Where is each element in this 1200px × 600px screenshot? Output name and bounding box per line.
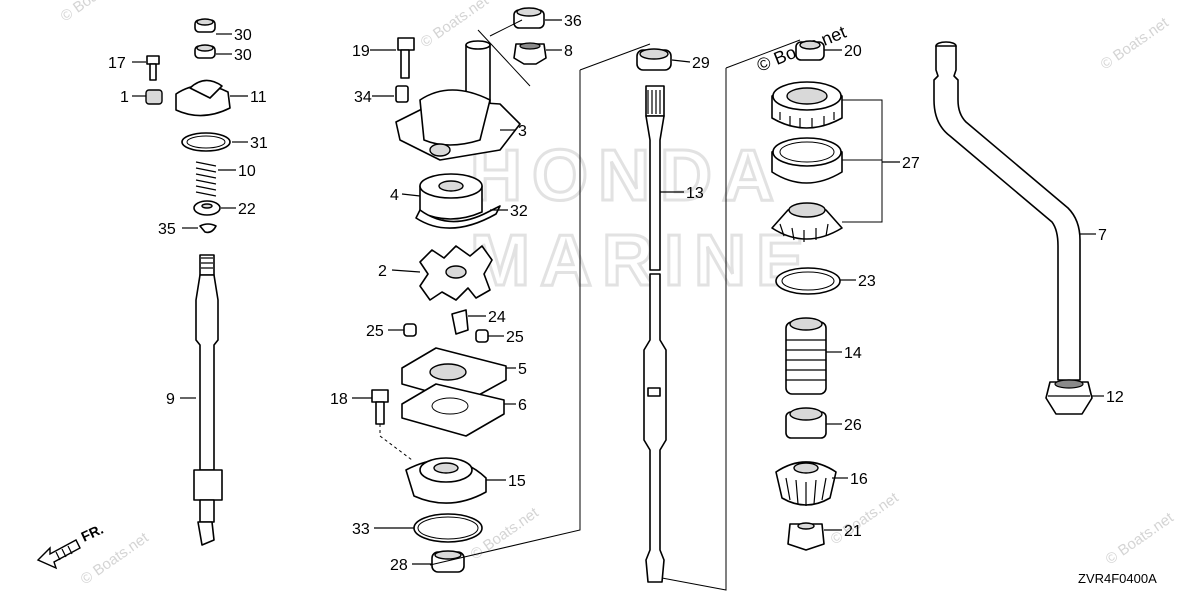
callout-17: 17 [108, 55, 126, 72]
part-9-shift-rod [193, 254, 223, 546]
part-29-seal [636, 48, 672, 71]
callout-6: 6 [518, 397, 527, 414]
callout-3: 3 [518, 123, 527, 140]
callout-9: 9 [166, 391, 175, 408]
part-36-grommet [513, 7, 545, 29]
part-21-nut [787, 522, 825, 551]
part-19-bolt [397, 37, 415, 79]
callout-30: 30 [234, 47, 252, 64]
callout-15: 15 [508, 473, 526, 490]
callout-14: 14 [844, 345, 862, 362]
callout-21: 21 [844, 523, 862, 540]
callout-29: 29 [692, 55, 710, 72]
callout-35: 35 [158, 221, 176, 238]
brand-watermark: HONDA MARINE [469, 135, 814, 303]
watermark: © Boats.net [58, 0, 133, 25]
part-25-pin-left [403, 323, 417, 337]
watermark: © Boats.net [1103, 509, 1178, 568]
callout-26: 26 [844, 417, 862, 434]
callout-12: 12 [1106, 389, 1124, 406]
part-26-needle-bearing [785, 407, 827, 439]
part-13-drive-shaft [643, 85, 667, 583]
part-24-key [451, 309, 469, 335]
callout-34: 34 [354, 89, 372, 106]
part-32-gasket [415, 205, 501, 229]
part-14-sleeve [785, 317, 827, 395]
part-7-water-tube [933, 41, 1081, 381]
callout-16: 16 [850, 471, 868, 488]
callout-25: 25 [366, 323, 384, 340]
callout-31: 31 [250, 135, 268, 152]
callout-7: 7 [1098, 227, 1107, 244]
frame-line-left [429, 43, 651, 566]
front-label: FR. [79, 521, 106, 545]
watermark: © Boats.net [1098, 14, 1173, 73]
part-17-bolt [146, 55, 160, 81]
callout-20: 20 [844, 43, 862, 60]
part-27-bearing-lower [771, 202, 843, 242]
diagram-code: ZVR4F0400A [1078, 571, 1157, 586]
callout-11: 11 [250, 89, 267, 106]
callout-28: 28 [390, 557, 408, 574]
part-33-o-ring [413, 513, 483, 543]
part-3-pump-housing [395, 40, 521, 161]
part-20-nut [795, 40, 825, 61]
part-8-grommet [513, 42, 547, 65]
callout-8: 8 [564, 43, 573, 60]
callout-32: 32 [510, 203, 528, 220]
part-18-bolt [371, 389, 389, 425]
callout-2: 2 [378, 263, 387, 280]
part-30-lower [194, 44, 216, 59]
callout-18: 18 [330, 391, 348, 408]
callout-23: 23 [858, 273, 876, 290]
callout-25: 25 [506, 329, 524, 346]
part-15-pump-base [405, 457, 487, 504]
svg-text:MARINE: MARINE [470, 221, 814, 301]
frame-line-right [661, 39, 801, 591]
callout-4: 4 [390, 187, 399, 204]
part-27-bearing-upper [771, 81, 843, 129]
part-23-shim [775, 267, 841, 295]
part-27-bearing-race [771, 137, 843, 184]
part-34-dowel [395, 85, 409, 103]
callout-19: 19 [352, 43, 370, 60]
part-30-upper [194, 18, 216, 33]
part-16-pinion-gear [775, 461, 837, 506]
callout-36: 36 [564, 13, 582, 30]
callout-27: 27 [902, 155, 920, 172]
callout-22: 22 [238, 201, 256, 218]
part-25-pin-right [475, 329, 489, 343]
leader-lines [132, 19, 1104, 565]
part-11-shift-cam [175, 79, 231, 117]
svg-text:HONDA: HONDA [470, 136, 784, 216]
part-2-impeller [419, 245, 493, 301]
part-28-seal [431, 550, 465, 573]
part-12-grommet [1045, 379, 1093, 415]
part-6-gasket [401, 383, 505, 437]
part-22-washer [193, 200, 221, 216]
callout-33: 33 [352, 521, 370, 538]
callout-24: 24 [488, 309, 506, 326]
callout-5: 5 [518, 361, 527, 378]
part-4-impeller-housing [419, 173, 483, 220]
part-35-clip [199, 223, 217, 234]
callout-10: 10 [238, 163, 256, 180]
watermark: © Boats.net [828, 489, 903, 548]
part-10-spring [195, 161, 217, 197]
callout-30: 30 [234, 27, 252, 44]
callout-13: 13 [686, 185, 704, 202]
part-1-nut [145, 89, 163, 105]
callout-numbers: 30 30 17 11 1 31 10 22 35 9 19 34 36 8 3… [108, 13, 1124, 574]
callout-1: 1 [120, 89, 129, 106]
